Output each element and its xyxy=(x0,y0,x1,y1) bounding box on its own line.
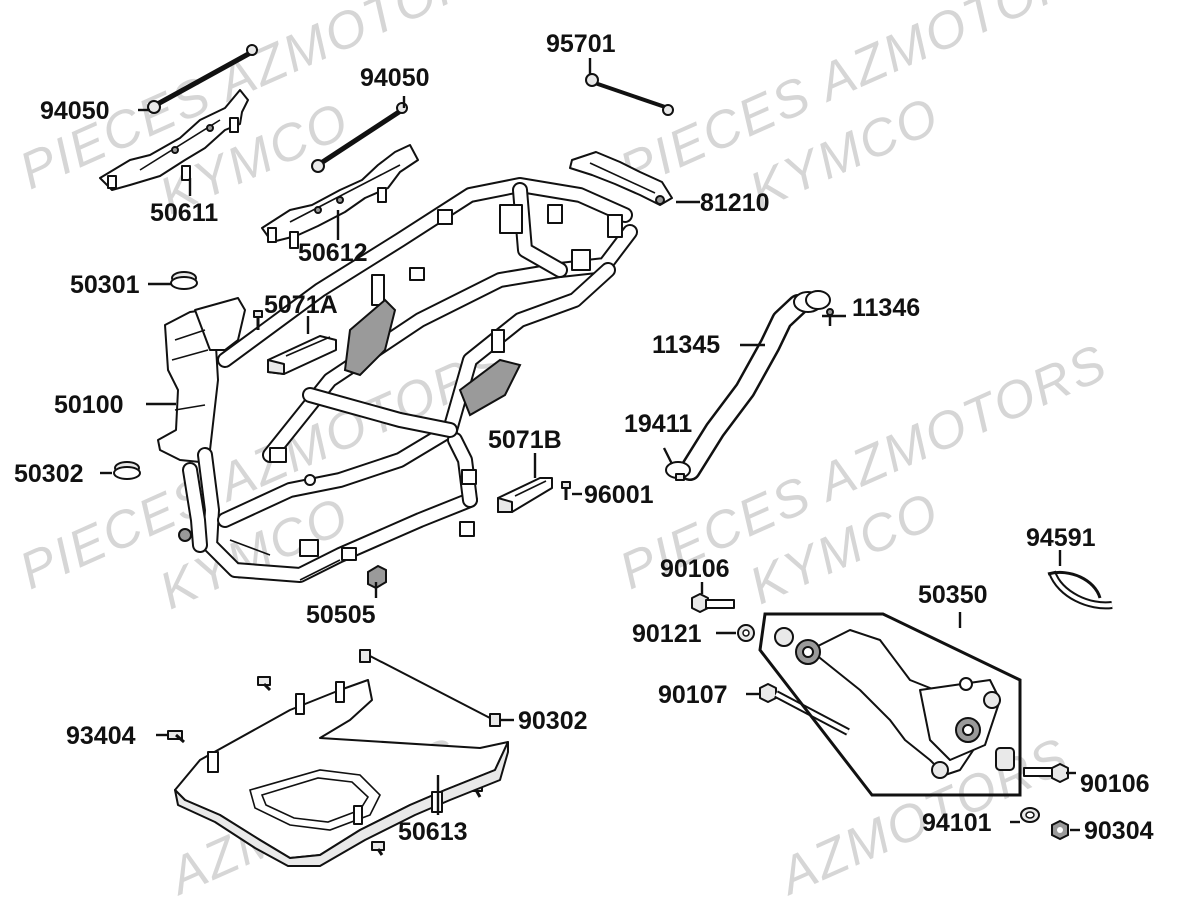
label-96001[interactable]: 96001 xyxy=(584,481,654,509)
label-50350[interactable]: 50350 xyxy=(918,581,988,609)
label-50505[interactable]: 50505 xyxy=(306,601,376,629)
label-94101[interactable]: 94101 xyxy=(922,809,992,837)
bolt-90106-lower-part xyxy=(1023,763,1069,783)
bracket-50611-part xyxy=(99,89,249,191)
washer-90121-part xyxy=(737,624,755,642)
label-50100[interactable]: 50100 xyxy=(54,391,124,419)
label-90304[interactable]: 90304 xyxy=(1084,817,1154,845)
bolt-94050-left-part xyxy=(147,44,258,114)
label-94050-middle[interactable]: 94050 xyxy=(360,64,430,92)
part-labels: 94050 94050 95701 50611 50612 81210 5030… xyxy=(14,30,1154,846)
hose-11345-part xyxy=(679,290,831,481)
label-50301[interactable]: 50301 xyxy=(70,271,140,299)
label-19411[interactable]: 19411 xyxy=(624,410,692,438)
label-94591[interactable]: 94591 xyxy=(1026,524,1096,552)
grommet-50302-part xyxy=(113,461,141,480)
clip-90302-part xyxy=(359,649,501,727)
damper-5071A-part xyxy=(267,335,337,375)
label-90107[interactable]: 90107 xyxy=(658,681,728,709)
clamp-19411-part xyxy=(665,461,691,481)
label-11346[interactable]: 11346 xyxy=(852,294,920,322)
bracket-81210-part xyxy=(569,151,673,206)
engine-hanger-50350-box xyxy=(758,612,1022,797)
bracket-50612-part xyxy=(261,144,419,249)
label-50302[interactable]: 50302 xyxy=(14,460,84,488)
strap-94591-part xyxy=(1047,570,1113,610)
under-cover-50613-part xyxy=(174,679,509,867)
label-94050-left[interactable]: 94050 xyxy=(40,97,110,125)
rubber-50505-part xyxy=(367,564,387,590)
damper-5071B-part xyxy=(497,477,553,513)
grommet-50301-part xyxy=(170,271,198,290)
main-frame-50100-part xyxy=(157,177,638,583)
label-50611[interactable]: 50611 xyxy=(150,199,218,227)
bolt-95701-part xyxy=(585,73,674,116)
parts-drawing xyxy=(99,44,1113,867)
label-11345[interactable]: 11345 xyxy=(652,331,720,359)
label-50613[interactable]: 50613 xyxy=(398,818,468,846)
bolt-5071A-part xyxy=(253,310,263,330)
label-50612[interactable]: 50612 xyxy=(298,239,368,267)
clamp-11346-part xyxy=(826,308,834,326)
label-5071A[interactable]: 5071A xyxy=(264,291,338,319)
label-90106-upper[interactable]: 90106 xyxy=(660,555,730,583)
nut-90304-part xyxy=(1051,819,1069,841)
bolt-90107-part xyxy=(759,683,850,736)
bolt-90106-upper-part xyxy=(691,593,735,613)
label-90121[interactable]: 90121 xyxy=(632,620,702,648)
washer-94101-part xyxy=(1020,807,1040,823)
leader-lines xyxy=(100,58,1080,832)
label-90106-lower[interactable]: 90106 xyxy=(1080,770,1150,798)
label-93404[interactable]: 93404 xyxy=(66,722,136,750)
label-90302[interactable]: 90302 xyxy=(518,707,588,735)
label-95701[interactable]: 95701 xyxy=(546,30,616,58)
label-5071B[interactable]: 5071B xyxy=(488,426,562,454)
bolt-96001-part xyxy=(561,481,571,500)
label-81210[interactable]: 81210 xyxy=(700,189,770,217)
